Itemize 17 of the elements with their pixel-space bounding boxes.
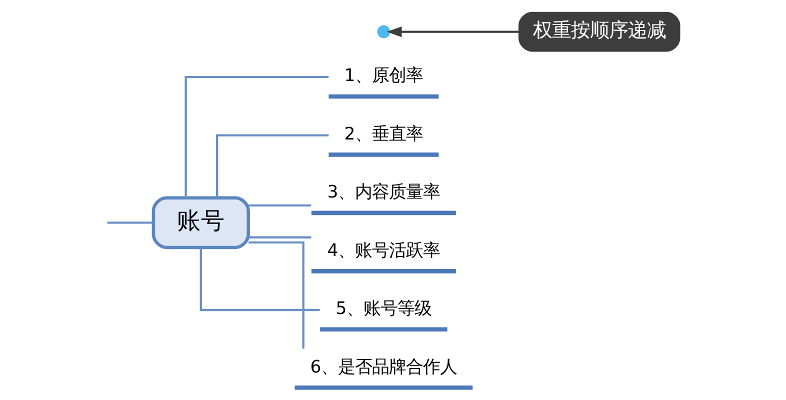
arrow <box>386 26 519 38</box>
connector <box>200 248 320 312</box>
connector <box>248 236 312 238</box>
connector <box>184 76 329 198</box>
node-text: 3、内容质量率 <box>327 182 440 203</box>
connector <box>107 222 154 224</box>
node-box: 账号 <box>152 196 250 250</box>
node-text: 4、账号活跃率 <box>327 240 440 261</box>
node-text: 6、是否品牌合作人 <box>310 357 458 378</box>
connector <box>248 241 304 349</box>
node-text: 5、账号等级 <box>336 299 432 320</box>
connector <box>216 134 329 198</box>
connector <box>248 204 312 206</box>
node-text: 2、垂直率 <box>344 124 424 144</box>
node-box: 权重按顺序递减 <box>518 12 680 52</box>
node-text: 1、原创率 <box>344 66 424 86</box>
node-circle <box>377 25 390 38</box>
